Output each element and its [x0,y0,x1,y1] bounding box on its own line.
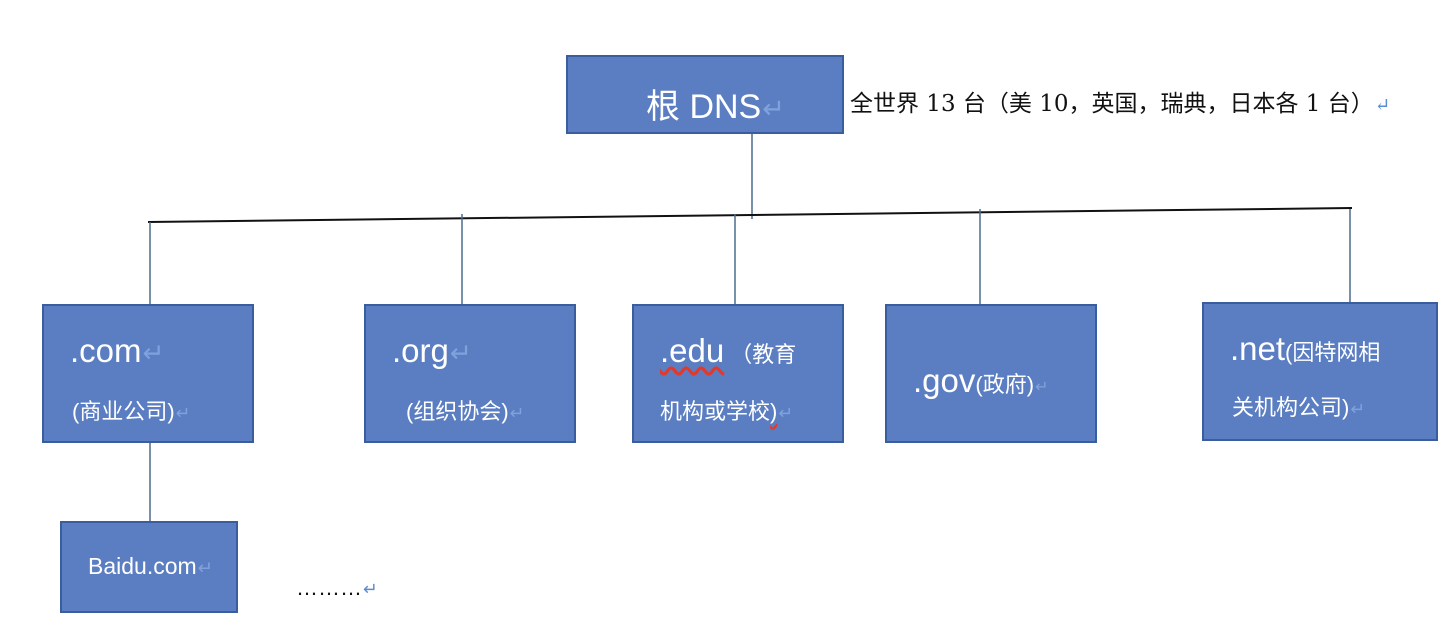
paragraph-mark-icon: ↵ [509,403,525,423]
paragraph-mark-icon: ↵ [175,403,191,423]
tld-node-edu: .edu（教育 机构或学校)↵ [632,304,844,443]
tld-name: .gov [913,362,976,399]
tld-node-net: .net(因特网相 关机构公司)↵ [1202,302,1438,441]
tld-desc: (政府) [975,372,1035,397]
tld-desc-line2: 关机构公司) [1232,395,1350,420]
paragraph-mark-icon: ↵ [1350,399,1366,419]
tld-desc: (组织协会) [406,399,509,424]
root-dns-note: 全世界 13 台（美 10，英国，瑞典，日本各 1 台）↵ [850,84,1390,118]
paragraph-mark-icon: ↵ [142,338,165,368]
paragraph-mark-icon: ↵ [197,557,214,578]
tld-desc: (商业公司) [72,399,175,424]
paragraph-mark-icon: ↵ [778,403,794,423]
more-domains-ellipsis: ………↵ [296,575,378,601]
tld-name: .com [70,332,142,369]
tld-desc-line1: （教育 [730,342,797,367]
root-dns-label: 根 DNS [646,88,762,126]
tld-name: .org [392,332,449,369]
tld-node-com: .com↵ (商业公司)↵ [42,304,254,443]
tld-name: .net [1230,330,1286,367]
root-dns-node: 根 DNS↵ [566,55,844,134]
domain-name: Baidu.com [88,553,197,579]
tld-desc-line1: (因特网相 [1285,340,1381,365]
tld-node-gov: .gov(政府)↵ [885,304,1097,443]
tld-node-org: .org↵ (组织协会)↵ [364,304,576,443]
paragraph-mark-icon: ↵ [363,579,378,599]
tld-desc-line2-end: ) [770,399,778,424]
second-level-node-baidu: Baidu.com↵ [60,521,238,613]
paragraph-mark-icon: ↵ [1374,95,1391,116]
horizontal-trunk [147,207,1353,223]
paragraph-mark-icon: ↵ [449,338,472,368]
ellipsis-text: ……… [296,575,362,600]
paragraph-mark-icon: ↵ [1035,379,1049,396]
root-dns-note-text: 全世界 13 台（美 10，英国，瑞典，日本各 1 台） [850,91,1374,117]
paragraph-mark-icon: ↵ [762,93,786,124]
tld-name: .edu [660,332,725,369]
tld-desc-line2: 机构或学校 [660,399,771,424]
